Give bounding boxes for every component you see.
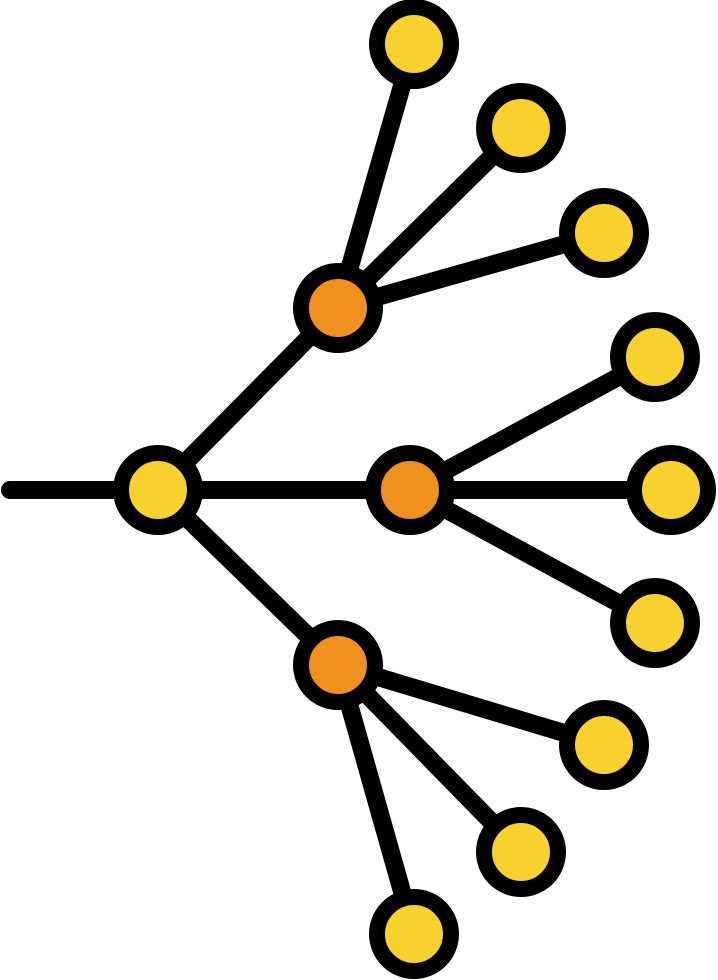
connector-lines (1, 35, 680, 943)
leaf-node (476, 807, 566, 897)
root-node (113, 445, 203, 535)
leaf-node (369, 0, 459, 89)
leaf-node (610, 578, 700, 668)
bottom-hub-leaf-3-line (329, 656, 423, 943)
leaf-node (610, 312, 700, 402)
leaf-node (559, 188, 649, 278)
leaf-node (369, 889, 459, 979)
bottom-hub-node (293, 620, 383, 710)
middle-hub-leaf-3-line (401, 481, 664, 632)
middle-hub-leaf-1-line (401, 348, 664, 499)
top-hub-leaf-1-line (329, 35, 423, 317)
leaf-node (559, 700, 649, 790)
nodes (113, 0, 716, 979)
top-hub-leaf-3-line (329, 224, 613, 317)
top-hub-node (293, 263, 383, 353)
middle-hub-node (365, 445, 455, 535)
bottom-hub-leaf-1-line (329, 656, 613, 754)
leaf-node (476, 83, 566, 173)
leaf-node (626, 445, 716, 535)
